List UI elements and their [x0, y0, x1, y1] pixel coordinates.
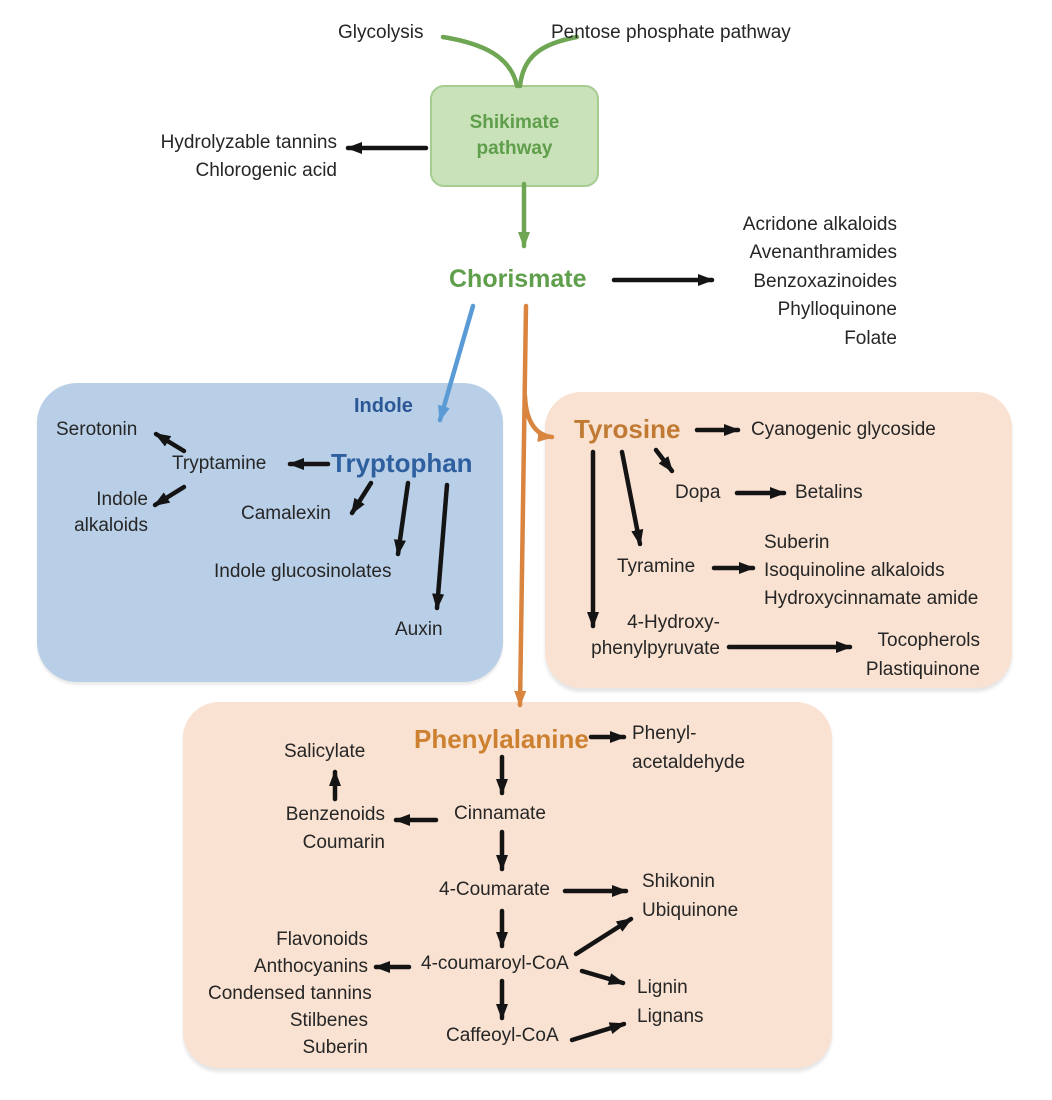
cyanogenic-glycoside-label: Cyanogenic glycoside [751, 419, 936, 440]
salicylate-label: Salicylate [284, 741, 366, 762]
coumaroyl-coa-label: 4-coumaroyl-CoA [421, 953, 569, 974]
chorismate-label: Chorismate [449, 265, 587, 293]
pentose-phosphate-label: Pentose phosphate pathway [551, 22, 791, 43]
list-item: Folate [844, 327, 897, 349]
shikimate-pathway-box: Shikimate pathway [430, 85, 599, 187]
arrow-chorismate-to-phenylalanine [514, 303, 529, 708]
list-item: Anthocyanins [253, 956, 368, 977]
glycolysis-label: Glycolysis [338, 22, 424, 43]
dopa-label: Dopa [675, 482, 721, 503]
chorismate-products-list: Acridone alkaloids Avenanthramides Benzo… [600, 211, 897, 353]
lignin-lignans-label: Lignin Lignans [637, 977, 704, 1027]
list-item: Stilbenes [289, 1010, 368, 1031]
list-item: Tocopherols [877, 630, 980, 651]
betalins-label: Betalins [795, 482, 863, 503]
hpp-products-list: Tocopherols Plastiquinone [820, 626, 980, 684]
list-item: Benzoxazinoides [753, 270, 897, 292]
list-item: Phylloquinone [777, 299, 897, 321]
hydroxyphenylpyruvate-label: 4-Hydroxy- phenylpyruvate [591, 612, 720, 659]
tyrosine-label: Tyrosine [574, 414, 681, 444]
tyramine-label: Tyramine [617, 556, 696, 577]
tryptophan-group-box [37, 383, 503, 682]
indole-label: Indole [354, 395, 413, 417]
serotonin-label: Serotonin [56, 419, 138, 440]
cinnamate-label: Cinnamate [454, 803, 546, 824]
shikonin-ubiquinone-label: Shikonin Ubiquinone [642, 871, 739, 921]
tryptophan-label: Tryptophan [331, 448, 473, 478]
list-item: Avenanthramides [749, 242, 897, 264]
list-item: Acridone alkaloids [742, 214, 897, 235]
list-item: Plastiquinone [865, 659, 980, 680]
caffeoyl-coa-label: Caffeoyl-CoA [446, 1025, 559, 1046]
auxin-label: Auxin [395, 619, 443, 640]
list-item: Suberin [764, 532, 830, 553]
indole-glucosinolates-label: Indole glucosinolates [214, 561, 392, 582]
tryptamine-label: Tryptamine [172, 453, 267, 474]
phenylacetaldehyde-label: Phenyl- acetaldehyde [632, 723, 746, 773]
shikimate-pathway-label: Shikimate pathway [469, 112, 560, 159]
tyramine-products-list: Suberin Isoquinoline alkaloids Hydroxyci… [764, 529, 978, 613]
list-item: Flavonoids [276, 929, 368, 950]
list-item: Isoquinoline alkaloids [764, 560, 945, 581]
indole-alkaloids-label: Indole alkaloids [74, 489, 148, 536]
tannins-label: Hydrolyzable tannins Chlorogenic acid [160, 132, 337, 181]
list-item: Condensed tannins [208, 983, 372, 1004]
coumarate-label: 4-Coumarate [439, 879, 550, 900]
list-item: Suberin [302, 1037, 369, 1058]
list-item: Hydroxycinnamate amide [764, 588, 979, 609]
phenylalanine-label: Phenylalanine [414, 724, 589, 754]
glycolysis-curve [440, 34, 520, 89]
camalexin-label: Camalexin [241, 503, 331, 524]
coumaroyl-products-list: Flavonoids Anthocyanins Condensed tannin… [208, 926, 372, 1061]
benzenoids-label: Benzenoids Coumarin [285, 804, 385, 853]
